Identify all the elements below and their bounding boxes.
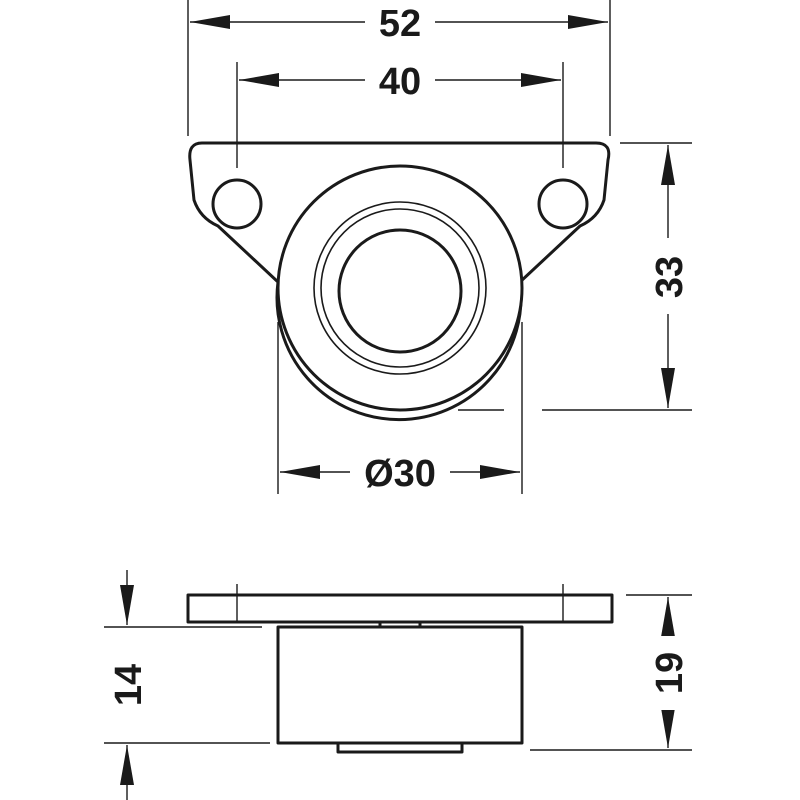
body-middle-ring [313,201,487,375]
dim-label-14: 14 [108,664,150,706]
dimension-40: 40 [236,60,564,168]
dimension-diameter-30: Ø30 [277,322,523,495]
body-inner-ring [320,208,480,368]
dimension-33: 33 [458,142,692,411]
center-bore [337,228,463,354]
dim-label-diameter-30: Ø30 [364,453,436,495]
dimension-52: 52 [187,0,611,136]
dimension-19: 19 [530,594,692,751]
dim-label-40: 40 [379,61,421,103]
dim-label-52: 52 [379,3,421,45]
mounting-hole-left [211,178,263,230]
dimension-14: 14 [104,570,270,800]
side-body [276,625,524,745]
dim-label-19: 19 [649,652,691,694]
mounting-hole-right [537,178,589,230]
side-view [186,584,614,754]
top-view [188,141,611,422]
dim-label-33: 33 [649,256,691,298]
side-bottom-lip [336,741,464,754]
side-flange-plate [186,593,614,624]
